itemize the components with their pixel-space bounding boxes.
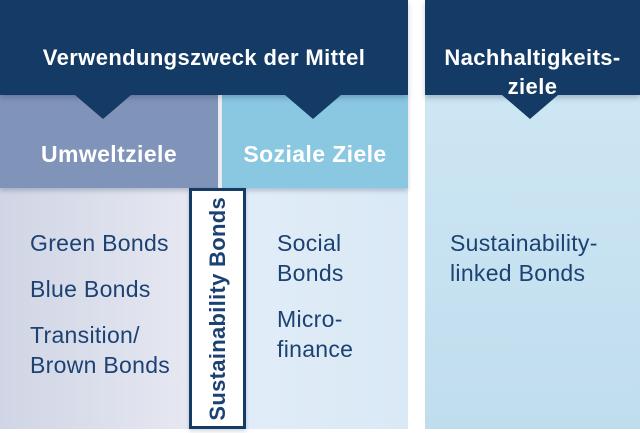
pointer-down-umweltziele-icon — [75, 95, 131, 119]
list-item-social-bonds: Social Bonds — [277, 230, 344, 286]
header-sustainability-goals-label: Nachhaltigkeits- ziele — [444, 45, 621, 99]
list-item-sustainability-linked-bonds: Sustainability- linked Bonds — [450, 230, 598, 286]
pointer-down-sustainability-linked-icon — [502, 95, 558, 119]
subheader-soziale-ziele: Soziale Ziele — [222, 95, 408, 188]
pointer-down-soziale-ziele-icon — [285, 95, 341, 119]
header-use-of-proceeds: Verwendungszweck der Mittel — [0, 0, 408, 95]
panel-sustainability-linked-bonds: Sustainability- linked Bonds — [425, 95, 640, 429]
overlap-box-sustainability-bonds: Sustainability Bonds — [189, 188, 246, 429]
list-item-blue-bonds: Blue Bonds — [30, 276, 151, 302]
list-item-green-bonds: Green Bonds — [30, 230, 169, 256]
panel-environmental-bonds: Green Bonds Blue Bonds Transition/ Brown… — [0, 188, 218, 429]
list-item-microfinance: Micro- finance — [277, 306, 354, 362]
header-use-of-proceeds-label: Verwendungszweck der Mittel — [42, 45, 366, 70]
subheader-umweltziele-label: Umweltziele — [40, 141, 178, 167]
panel-social-bonds: Social Bonds Micro- finance — [222, 188, 408, 429]
header-sustainability-goals: Nachhaltigkeits- ziele — [425, 0, 640, 99]
list-item-transition-brown-bonds: Transition/ Brown Bonds — [30, 322, 171, 378]
subheader-soziale-ziele-label: Soziale Ziele — [243, 141, 387, 167]
overlap-box-label: Sustainability Bonds — [204, 196, 230, 421]
